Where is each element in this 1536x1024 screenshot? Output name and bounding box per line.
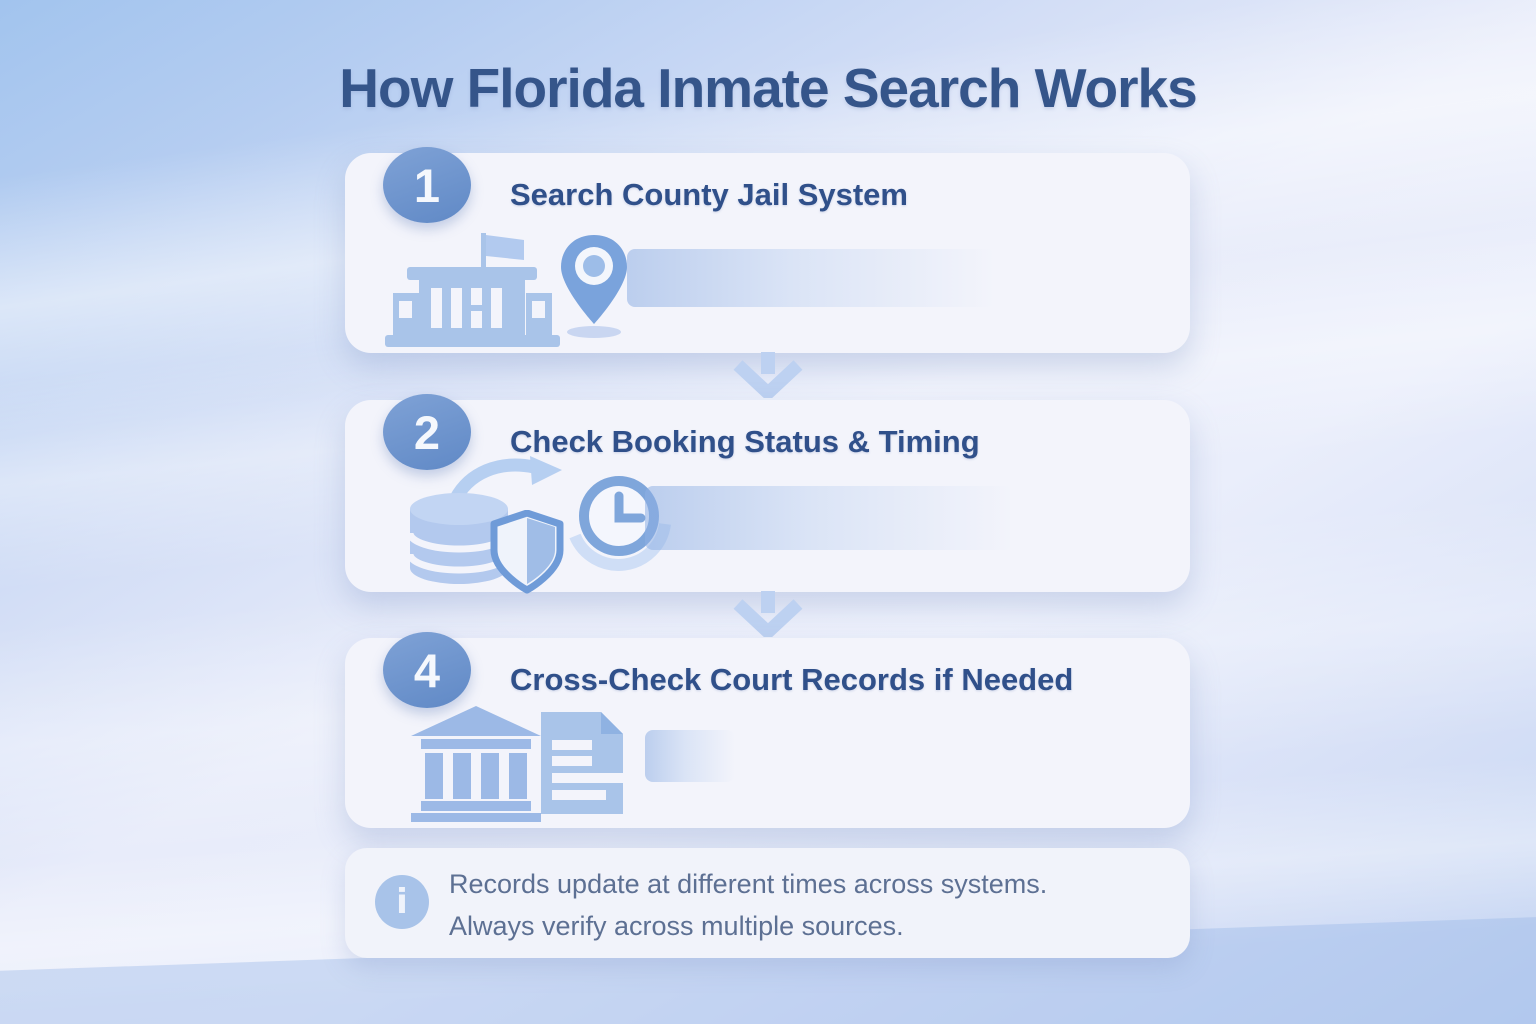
note-line-2: Always verify across multiple sources.: [449, 911, 904, 941]
location-pin-icon: [557, 235, 631, 339]
note-text: Records update at different times across…: [449, 863, 1047, 947]
step-number-badge: 4: [383, 632, 471, 708]
step-number: 2: [413, 405, 441, 459]
note-card: i Records update at different times acro…: [345, 848, 1190, 958]
step-card-2: 2 Check Booking Status & Timing: [345, 394, 1190, 594]
shield-icon: [487, 509, 567, 596]
step-number-badge: 2: [383, 394, 471, 470]
step-number: 1: [413, 158, 441, 212]
step-heading: Search County Jail System: [510, 177, 908, 212]
note-line-1: Records update at different times across…: [449, 869, 1048, 899]
step-number-badge: 1: [383, 147, 471, 223]
step-number: 4: [413, 643, 441, 697]
step-heading: Check Booking Status & Timing: [510, 424, 980, 459]
step-card-3: 4 Cross-Check Court Records if Needed: [345, 632, 1190, 828]
courthouse-icon: [411, 706, 541, 822]
document-icon: [541, 710, 645, 816]
step-card-1: 1 Search County Jail System: [345, 147, 1190, 353]
down-arrow-icon: [728, 352, 808, 402]
decorative-fade-bar: [645, 486, 1013, 550]
page-title: How Florida Inmate Search Works: [339, 57, 1197, 119]
decorative-fade-bar: [627, 249, 995, 307]
step-heading: Cross-Check Court Records if Needed: [510, 662, 1074, 697]
decorative-fade-bar: [645, 730, 735, 782]
jail-building-icon: [385, 233, 560, 347]
info-icon: i: [375, 875, 429, 929]
down-arrow-icon: [728, 591, 808, 641]
